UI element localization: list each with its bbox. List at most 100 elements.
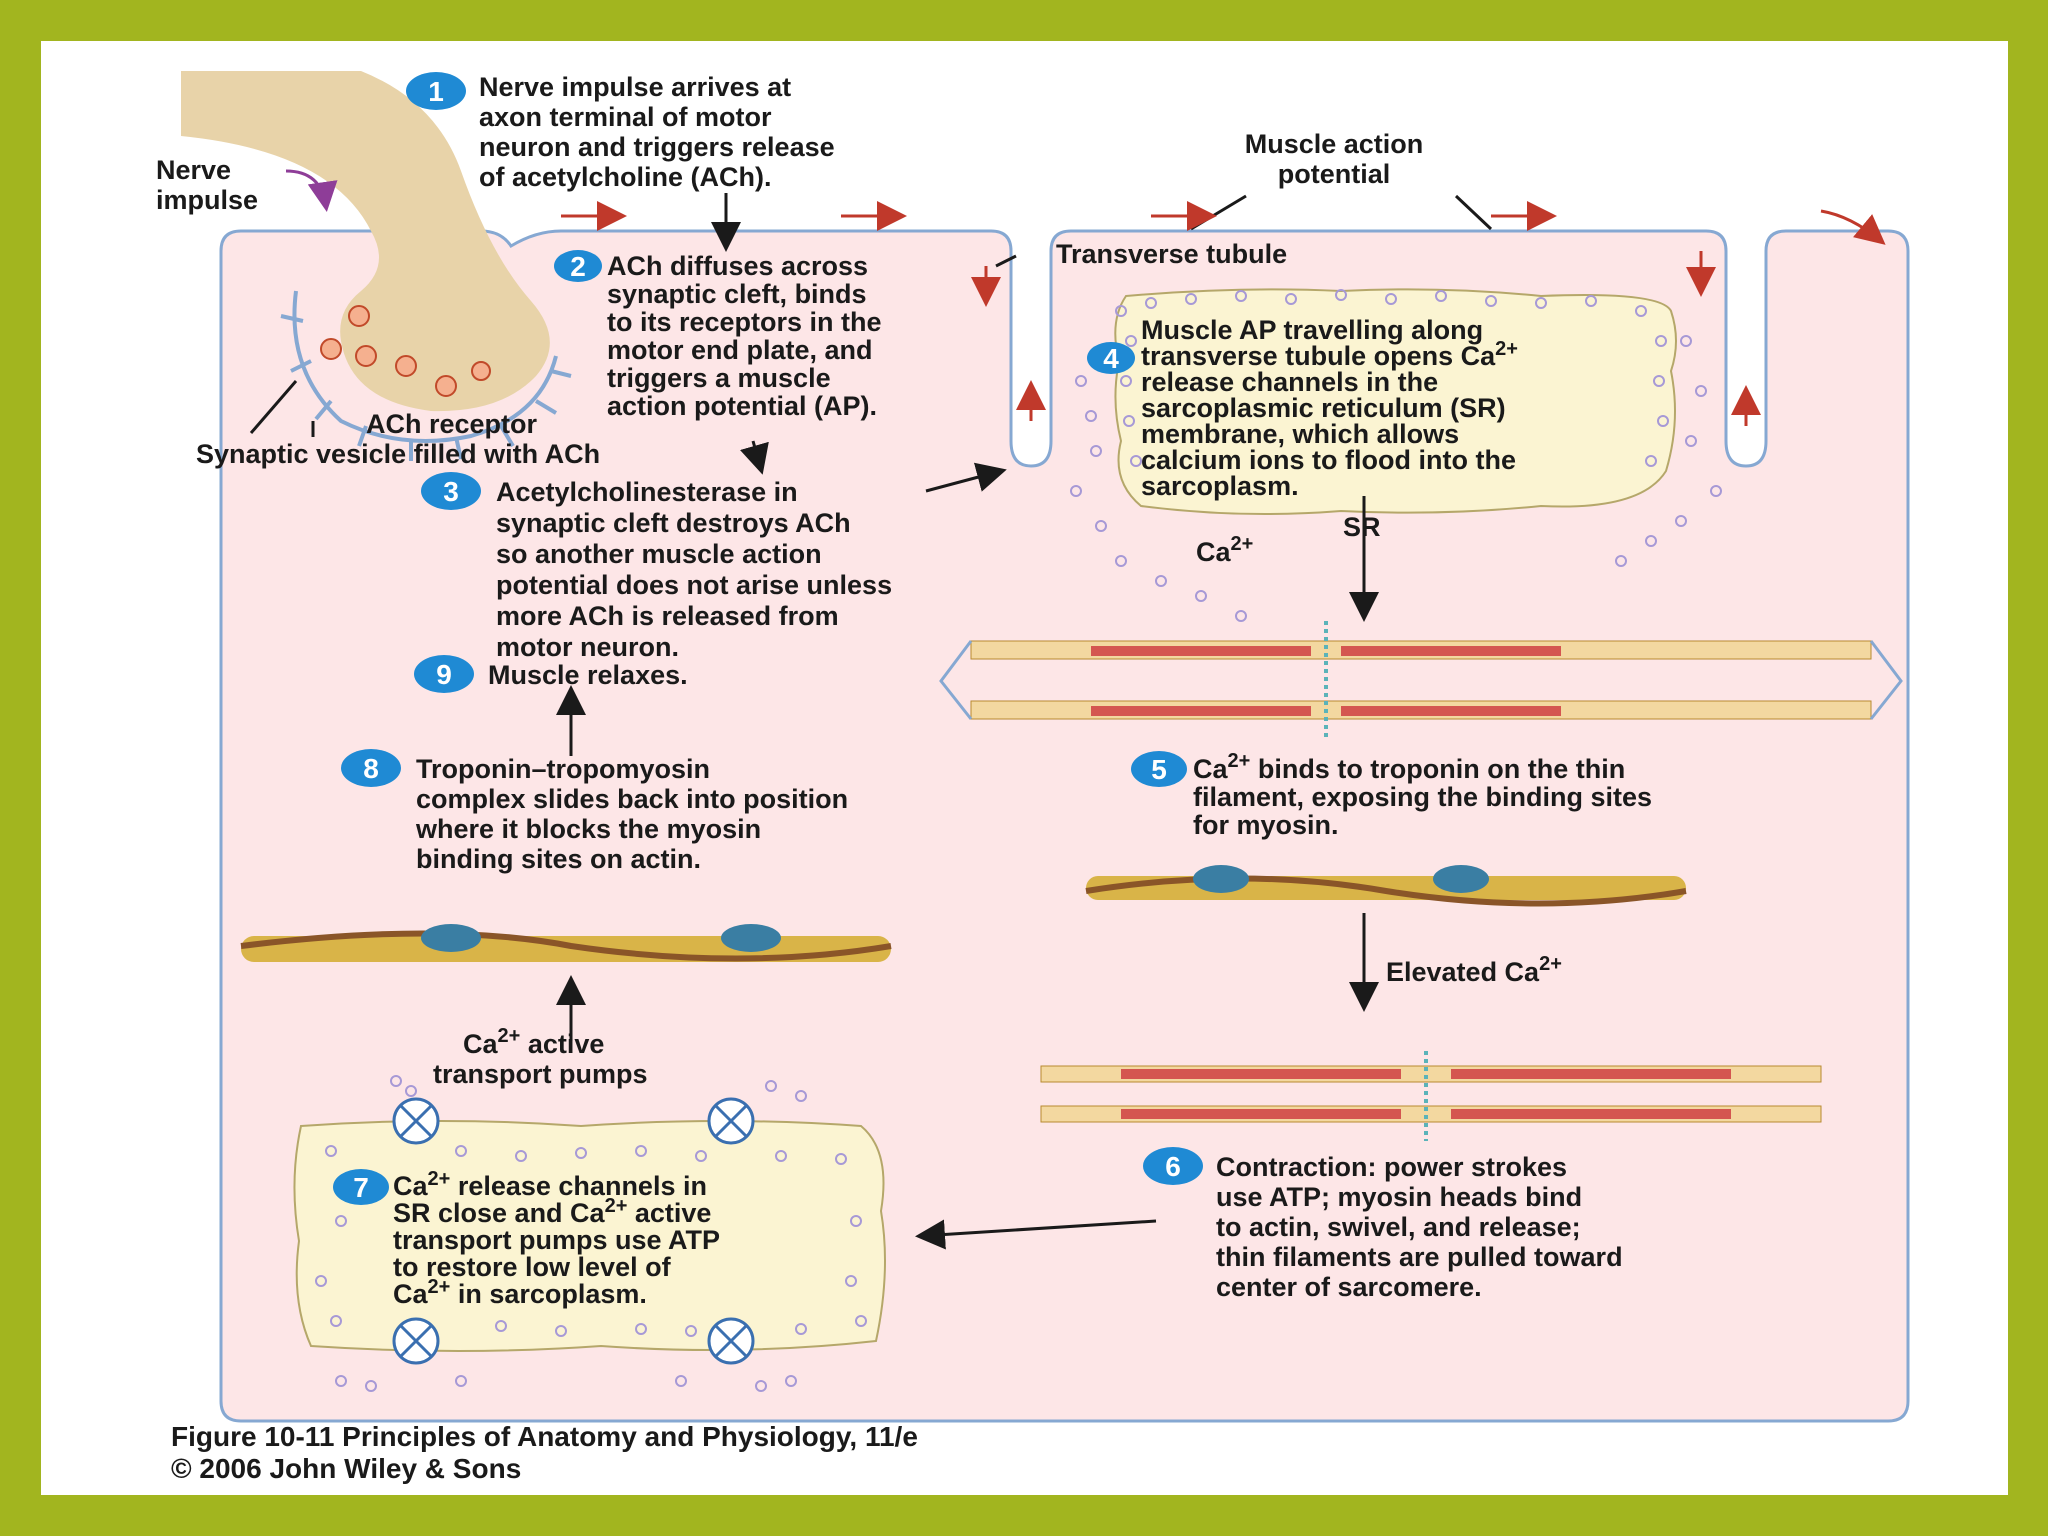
step-1-number: 1 [428,76,444,107]
thin-filament-blocked [240,924,892,962]
calcium-ion [775,1150,787,1162]
calcium-ion [1115,555,1127,567]
step-7-text: Ca2+ release channels in SR close and Ca… [393,1168,720,1309]
svg-text:Ca2+ release channels in: Ca2+ release channels in [393,1168,707,1201]
pump-bottom-right [707,1317,755,1365]
calcium-ion [1075,375,1087,387]
calcium-ion [365,1380,377,1392]
calcium-ion [405,1085,417,1097]
thin-filament-exposed [1085,865,1687,907]
svg-text:Ca2+ binds to troponin on the: Ca2+ binds to troponin on the thin [1193,750,1625,784]
calcium-ion [1235,610,1247,622]
label-impulse: impulse [156,185,258,215]
label-nerve: Nerve [156,155,231,185]
action-potential-arrows [561,201,1886,426]
nerve-impulse-arrow [285,169,338,212]
calcium-ion [1535,297,1547,309]
calcium-ion [455,1145,467,1157]
calcium-ion [1235,290,1247,302]
calcium-ion [845,1275,857,1287]
synaptic-cleft-receptors [280,290,572,461]
calcium-ion [390,1075,402,1087]
step-badges [333,72,1203,1205]
calcium-ion [1615,555,1627,567]
step-6-number: 6 [1165,1151,1181,1182]
calcium-ion [850,1215,862,1227]
calcium-ion [515,1150,527,1162]
calcium-ion [1195,590,1207,602]
calcium-ion [785,1375,797,1387]
calcium-ion [575,1147,587,1159]
calcium-ion [315,1275,327,1287]
caption-line-1: Figure 10-11 Principles of Anatomy and P… [171,1421,918,1452]
calcium-ion [1675,515,1687,527]
label-pumps-line1: Ca2+ active [463,1025,604,1059]
calcium-ion [1155,575,1167,587]
label-potential: potential [1278,159,1391,189]
calcium-ion [675,1375,687,1387]
step-5-number: 5 [1151,754,1167,785]
calcium-ion [1285,293,1297,305]
calcium-ion [1120,375,1132,387]
calcium-pumps [392,1097,755,1365]
sarcomere-relaxed [939,621,1903,741]
label-synaptic-vesicle: Synaptic vesicle filled with ACh [196,439,600,469]
calcium-ion [1653,375,1665,387]
pump-top-right [707,1097,755,1145]
svg-text:filament, exposing the binding: filament, exposing the binding sitesfor … [1193,782,1652,840]
calcium-ion [765,1080,777,1092]
label-elevated-ca: Elevated Ca2+ [1386,953,1562,987]
sarcoplasmic-reticulum-top [1114,288,1677,516]
step-8-number: 8 [363,753,379,784]
svg-text:transverse tubule opens Ca2+: transverse tubule opens Ca2+ [1141,338,1518,371]
step-9-text: Muscle relaxes. [488,660,688,690]
calcium-ion [685,1325,697,1337]
label-ach-receptor: ACh receptor [366,409,538,439]
calcium-ion [325,1145,337,1157]
step-numbers: 1 2 3 4 5 6 7 8 9 [353,76,1181,1203]
calcium-ion [755,1380,767,1392]
step-5-text: Ca2+ binds to troponin on the thin filam… [1193,750,1652,840]
calcium-ion [1335,289,1347,301]
calcium-ion [1585,295,1597,307]
svg-text:SR close and Ca2+ active: SR close and Ca2+ active [393,1195,711,1228]
svg-text:Ca2+ in sarcoplasm.: Ca2+ in sarcoplasm. [393,1276,647,1309]
svg-text:to restore low level of: to restore low level of [393,1252,672,1282]
step-4-text: Muscle AP travelling along transverse tu… [1141,315,1518,501]
calcium-ion [1085,410,1097,422]
calcium-ion [1635,305,1647,317]
calcium-ion [1115,305,1127,317]
muscle-contraction-diagram: 1 2 3 4 5 6 7 8 9 Nerve impulse arrives … [156,71,1910,1484]
motor-neuron [181,71,572,461]
sarcoplasmic-reticulum-bottom [293,1120,886,1352]
step-9-number: 9 [436,659,452,690]
label-transverse-tubule: Transverse tubule [1056,239,1287,269]
calcium-ion [1645,535,1657,547]
calcium-ion [1385,293,1397,305]
calcium-ion [795,1323,807,1335]
pump-top-left [392,1097,440,1145]
calcium-ion [1657,415,1669,427]
calcium-ion [795,1090,807,1102]
calcium-ion [635,1145,647,1157]
calcium-ion [335,1375,347,1387]
calcium-ion [1130,455,1142,467]
calcium-ion [555,1325,567,1337]
label-sr: SR [1343,512,1381,542]
calcium-ion [1070,485,1082,497]
calcium-ion [635,1323,647,1335]
synaptic-vesicles [320,305,491,397]
calcium-ion [455,1375,467,1387]
label-muscle-action: Muscle action [1245,129,1424,159]
calcium-ion [695,1150,707,1162]
calcium-ion [1710,485,1722,497]
calcium-ion [1125,335,1137,347]
